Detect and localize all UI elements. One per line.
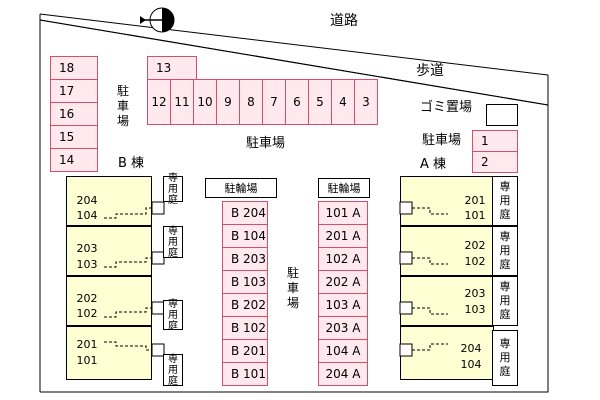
unit-number-upper: 201 [76,338,98,351]
unit-number-upper: 203 [464,287,486,300]
unit-number-lower: 102 [76,307,98,320]
parking-label-right: 駐車場 [422,133,462,148]
parking-space: 6 [285,79,309,125]
private-garden: 専用庭 [163,173,183,206]
unit-number-lower: 101 [76,354,98,367]
bike-slot: 102 A [318,247,368,271]
building-a-inner-lines [399,201,448,357]
north-compass-icon [140,7,175,33]
parking-space: 10 [193,79,217,125]
bike-slot: B 101 [222,362,268,386]
parking-space: 17 [50,79,98,103]
parking-space: 4 [331,79,355,125]
private-garden: 専用庭 [492,226,518,276]
road-edge-line [39,13,549,76]
parking-space: 8 [239,79,263,125]
unit-a-block: 202 102 [400,226,494,276]
bike-slot: 103 A [318,293,368,317]
bike-slot: 201 A [318,224,368,248]
bike-slot: B 202 [222,293,268,317]
unit-number-upper: 202 [76,292,98,305]
building-b-label: B 棟 [118,156,145,171]
private-garden: 専用庭 [492,276,518,326]
unit-number-lower: 103 [76,258,98,271]
bike-slot: B 204 [222,201,268,225]
unit-a-block: 201 101 [400,176,494,226]
sidewalk-label: 歩道 [416,63,444,79]
bike-slot: B 102 [222,316,268,340]
unit-number-upper: 202 [464,239,486,252]
parking-space-1: 1 [472,130,518,152]
bike-parking-right-label: 駐輪場 [318,178,370,198]
bike-slot: 101 A [318,201,368,225]
parking-space: 7 [262,79,286,125]
unit-number-lower: 103 [464,303,486,316]
private-garden: 専用庭 [492,330,518,386]
unit-number-upper: 201 [464,194,486,207]
parking-space: 14 [50,148,98,172]
parking-space: 16 [50,102,98,126]
parking-space: 9 [216,79,240,125]
unit-b-block: 201 101 [66,326,152,380]
bike-slot: B 201 [222,339,268,363]
private-garden: 専用庭 [492,176,518,226]
unit-number-upper: 204 [76,194,98,207]
road-label: 道路 [330,13,358,29]
unit-number-upper: 203 [76,242,98,255]
sidewalk-line [39,19,549,106]
parking-space: 11 [170,79,194,125]
trash-label: ゴミ置場 [420,100,473,115]
building-a-label: A 棟 [420,157,447,172]
unit-number-lower: 101 [464,209,486,222]
parking-space: 3 [354,79,378,125]
trash-box [486,104,518,126]
parking-space: 18 [50,56,98,80]
private-garden: 専用庭 [163,299,183,332]
building-b-inner-lines [104,201,165,357]
unit-a-block: 203 103 [400,276,494,326]
private-garden: 専用庭 [163,354,183,387]
bike-slot: 202 A [318,270,368,294]
unit-number-lower: 104 [460,358,482,371]
unit-b-block: 203 103 [66,226,152,276]
parking-label-left: 駐車場 [116,84,129,128]
bike-slot: 104 A [318,339,368,363]
bike-slot: 203 A [318,316,368,340]
parking-space-13: 13 [147,56,197,80]
bike-slot: B 104 [222,224,268,248]
parking-space-2: 2 [472,151,518,173]
unit-b-block: 202 102 [66,276,152,326]
parking-label-center-vertical: 駐車場 [286,266,299,310]
bike-slot: 204 A [318,362,368,386]
parking-space: 12 [147,79,171,125]
bike-parking-left-label: 駐輪場 [205,178,277,198]
parking-space: 5 [308,79,332,125]
bike-slot: B 103 [222,270,268,294]
unit-number-lower: 102 [464,255,486,268]
unit-a-block: 204 104 [400,326,494,380]
bike-slot: B 203 [222,247,268,271]
unit-number-lower: 104 [76,209,98,222]
parking-label-center-top: 駐車場 [246,136,286,151]
parking-space: 15 [50,125,98,149]
private-garden: 専用庭 [163,226,183,259]
unit-number-upper: 204 [460,342,482,355]
